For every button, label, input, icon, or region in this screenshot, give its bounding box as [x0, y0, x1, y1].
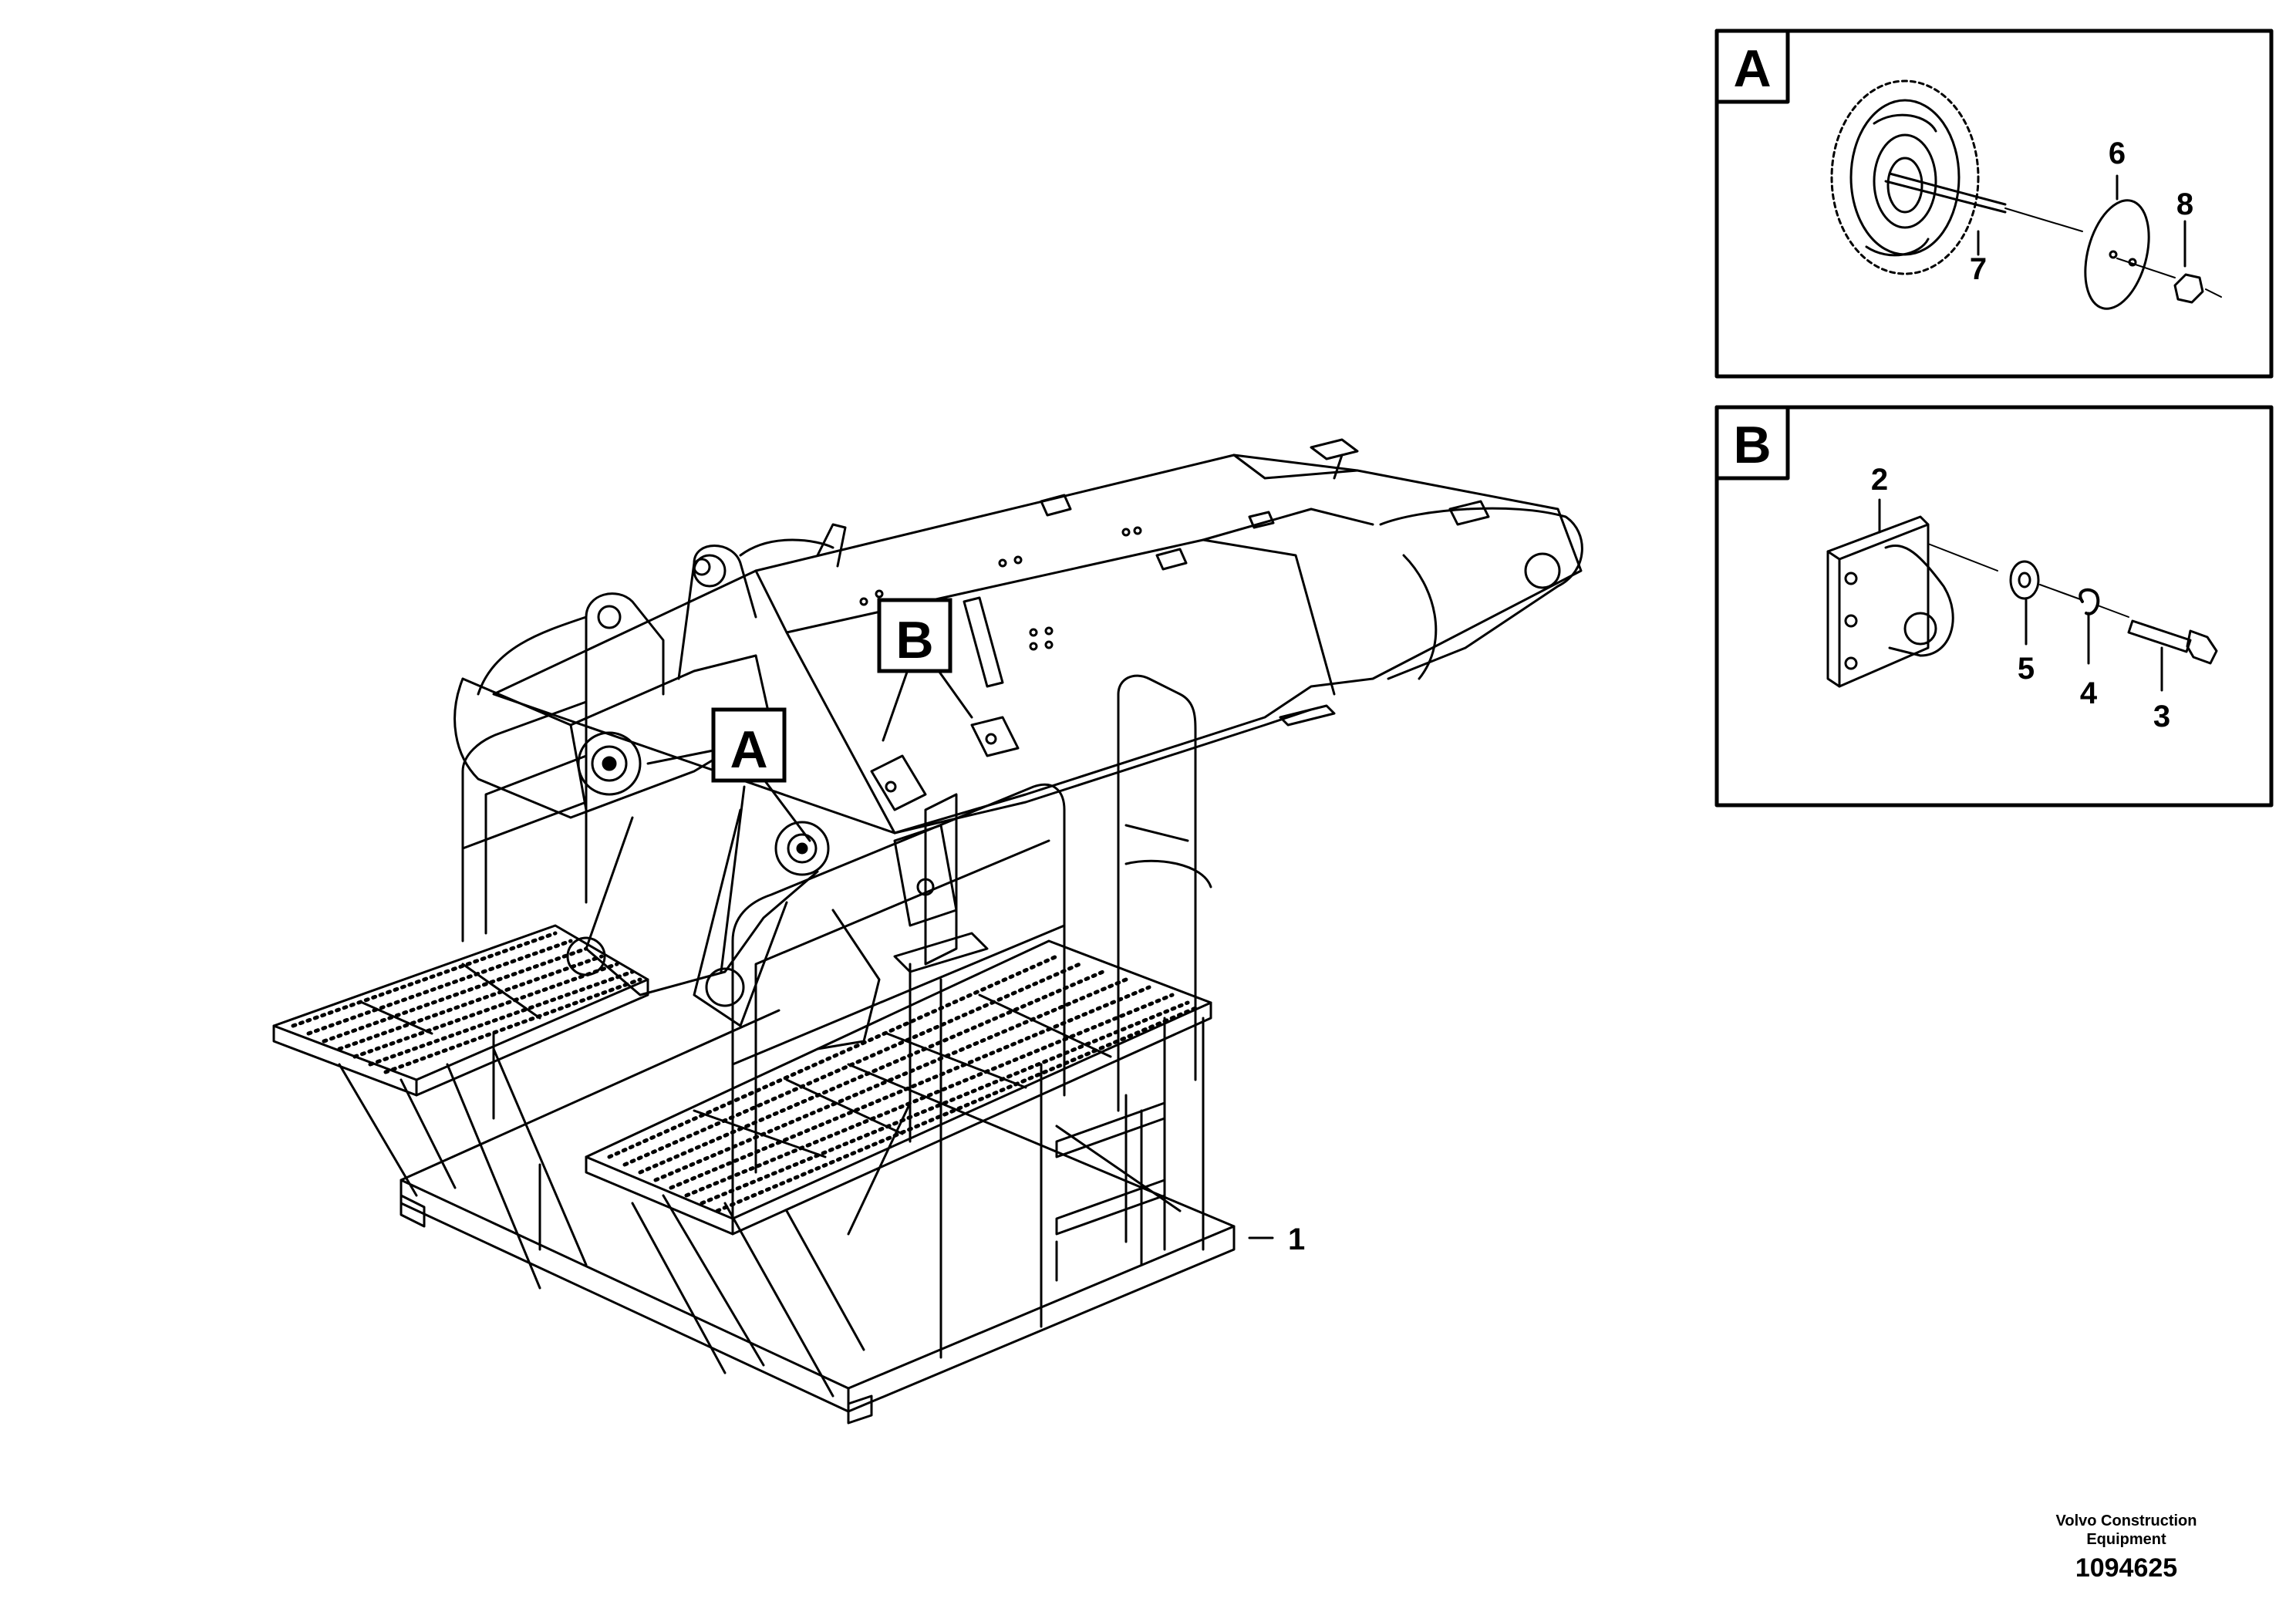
detail-A-leaders	[1977, 174, 2186, 268]
detail-A-frame	[1714, 29, 2274, 379]
detail-A-label: A	[1733, 39, 1771, 98]
part-number-8: 8	[2176, 187, 2193, 221]
part-number-6: 6	[2109, 137, 2126, 170]
callout-B-leaders	[882, 662, 973, 742]
detail-B-drawing	[1826, 515, 2218, 688]
brand-line-2: Equipment	[2086, 1531, 2166, 1548]
support-frame	[338, 1009, 1236, 1425]
detail-B-frame	[1714, 405, 2274, 808]
part-number-7: 7	[1970, 252, 1987, 286]
boom-foot	[453, 538, 881, 1050]
document-number: 1094625	[2075, 1553, 2178, 1583]
part-number-5: 5	[2018, 652, 2035, 686]
part-number-3: 3	[2153, 700, 2170, 733]
part-number-2: 2	[1871, 463, 1888, 497]
bracket-mounts	[870, 596, 1020, 811]
callout-B-box: B	[877, 598, 952, 673]
callout-A-box: A	[711, 707, 787, 783]
brand-line-1: Volvo Construction	[2055, 1512, 2197, 1529]
part-number-1: 1	[1288, 1222, 1305, 1256]
detail-B-leaders	[1878, 498, 2163, 692]
footer-brand-block: Volvo Construction Equipment 1094625	[2011, 1512, 2242, 1583]
grating-texture	[291, 931, 1202, 1213]
detail-B-label: B	[1733, 416, 1771, 474]
part-number-4: 4	[2080, 676, 2098, 710]
left-platform	[272, 700, 649, 1097]
callout-A-label: A	[730, 720, 767, 779]
right-platform	[585, 674, 1212, 1282]
detail-A-drawing	[1830, 79, 2222, 310]
callout-B-label: B	[895, 611, 933, 669]
boom-arm	[492, 438, 1583, 835]
